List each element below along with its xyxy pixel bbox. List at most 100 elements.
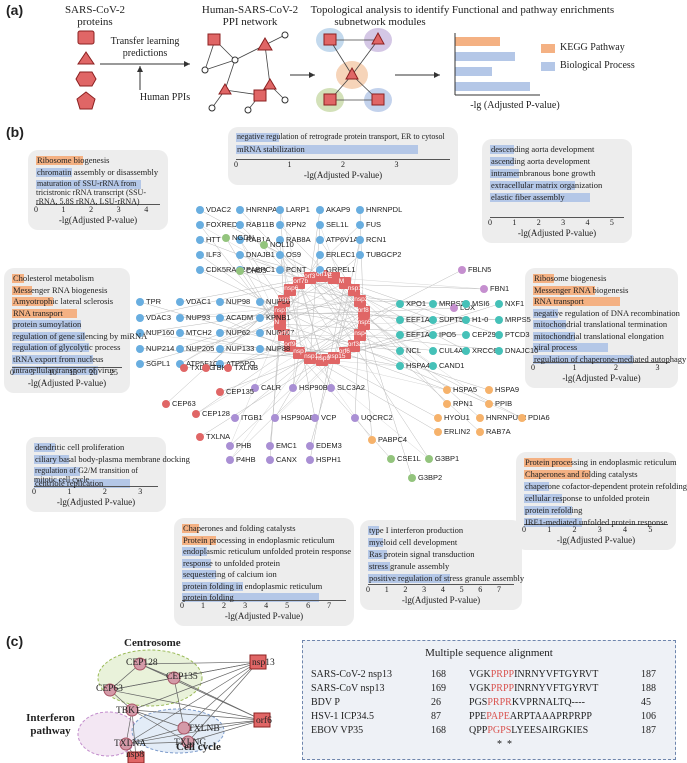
tick-label: 0 bbox=[34, 205, 38, 214]
enrichment-term-label: sequestering of calcium ion bbox=[183, 569, 277, 579]
enrichment-term-label: stress granule assembly bbox=[369, 561, 450, 571]
msa-residue: A bbox=[545, 697, 553, 708]
enrichment-bar bbox=[524, 458, 572, 467]
msa-residue: V bbox=[469, 683, 477, 694]
enrichment-term: Protein processing in endoplasmic reticu… bbox=[182, 535, 346, 546]
enrichment-bar bbox=[533, 343, 608, 352]
msa-residue: E bbox=[523, 725, 530, 736]
tick-label: 2 bbox=[222, 601, 227, 610]
msa-residue: G bbox=[558, 725, 566, 736]
x-axis bbox=[524, 524, 668, 525]
tick-label: 2 bbox=[572, 525, 577, 534]
tick-label: 3 bbox=[422, 585, 427, 594]
enrichment-bar bbox=[182, 570, 216, 579]
enrichment-term: Messenger RNA biogenesis bbox=[533, 285, 670, 296]
viral-pentagon-shape bbox=[76, 91, 96, 110]
node-nsp13: nsp13 bbox=[252, 658, 275, 668]
enrichment-term-label: viral process bbox=[534, 342, 578, 352]
msa-residue: T bbox=[558, 683, 565, 694]
axis-title: -lg(Adjusted P-value) bbox=[517, 228, 597, 238]
node-nsp8: nsp8 bbox=[126, 750, 144, 760]
enrichment-bar bbox=[182, 547, 208, 556]
enrichment-term: Amyotrophic lateral sclerosis bbox=[12, 296, 122, 307]
enrichment-term-label: negative regulation of retrograde protei… bbox=[237, 132, 445, 141]
enrichment-bar bbox=[12, 320, 82, 329]
tick-label: 0 bbox=[32, 487, 36, 496]
x-axis bbox=[533, 362, 670, 363]
panel-c-network bbox=[77, 649, 271, 763]
step3-title: Topological analysis to identify subnetw… bbox=[310, 4, 450, 28]
msa-residue: A bbox=[541, 711, 550, 722]
msa-residue: Y bbox=[538, 683, 546, 694]
enrichment-term: protein refolding bbox=[524, 505, 668, 516]
x-axis bbox=[36, 204, 160, 205]
enrichment-term-label: Ribosome biogenesis bbox=[37, 155, 110, 165]
enrichment-term: tRNA export from nucleus bbox=[12, 354, 122, 365]
enrichment-box-mrna: negative regulation of retrograde protei… bbox=[228, 127, 458, 185]
enrichment-term: Chaperones and folding catalysts bbox=[182, 523, 346, 534]
msa-cell: 106 bbox=[641, 711, 656, 722]
enrichment-bar bbox=[533, 274, 554, 283]
step1-title: SARS-CoV-2 proteins bbox=[64, 4, 126, 28]
axis-title: -lg(Adjusted P-value) bbox=[56, 497, 136, 507]
msa-residue: T bbox=[592, 669, 599, 680]
msa-cell: 87 bbox=[431, 711, 441, 722]
enrichment-term-label: elastic fiber assembly bbox=[491, 192, 565, 202]
enrichment-bar bbox=[36, 168, 72, 177]
enrichment-term-label: protein refolding bbox=[525, 505, 583, 515]
enrichment-term-label: Messenger RNA biogenesis bbox=[13, 284, 108, 295]
enrichment-bar bbox=[12, 343, 90, 352]
tick-label: 20 bbox=[89, 368, 98, 377]
msa-residue: E bbox=[480, 711, 487, 722]
msa-residue: T bbox=[592, 683, 599, 694]
tick-label: 1 bbox=[572, 363, 577, 372]
enrichment-term: positive regulation of stress granule as… bbox=[368, 573, 524, 584]
tick-label: 4 bbox=[585, 218, 590, 227]
interferon-label: Interferon pathway bbox=[26, 712, 75, 737]
enrichment-term-label: RNA transport bbox=[13, 307, 63, 318]
x-axis bbox=[182, 600, 346, 601]
viral-square-shape bbox=[77, 30, 95, 45]
enrichment-term: mitochondrial translational elongation bbox=[533, 331, 670, 342]
enrichment-term: descending aorta development bbox=[490, 144, 624, 155]
tick-label: 10 bbox=[48, 368, 57, 377]
enrichment-term-label: endoplasmic reticulum unfolded protein r… bbox=[183, 546, 352, 556]
msa-residue: P bbox=[523, 711, 530, 722]
msa-residue: P bbox=[508, 683, 515, 694]
msa-residue: P bbox=[486, 711, 491, 722]
enrichment-term-label: Ribosome biogenesis bbox=[534, 273, 607, 283]
enrichment-bar bbox=[34, 479, 130, 488]
node-txlnb: TXLNB bbox=[188, 724, 220, 734]
tick-label: 1 bbox=[61, 205, 66, 214]
msa-residue: R bbox=[574, 711, 581, 722]
enrichment-bar bbox=[533, 331, 575, 341]
enrichment-term: ascending aorta development bbox=[490, 156, 624, 167]
enrichment-term: elastic fiber assembly bbox=[490, 192, 624, 203]
msa-residue: S bbox=[505, 725, 512, 736]
tick-label: 1 bbox=[287, 160, 292, 169]
enrichment-term: viral process bbox=[533, 342, 670, 353]
enrichment-term: endoplasmic reticulum unfolded protein r… bbox=[182, 546, 351, 557]
msa-residue: - bbox=[574, 697, 579, 708]
msa-residue: N bbox=[538, 697, 546, 708]
tick-label: 0 bbox=[522, 525, 526, 534]
msa-sequence: PGSPRPRKVPRNALTQ---- bbox=[469, 697, 585, 708]
msa-residue: P bbox=[498, 711, 504, 722]
msa-conservation: * * bbox=[497, 739, 512, 750]
enrichment-term-label: regulation of G2/M transition of mitotic… bbox=[34, 466, 139, 484]
enrichment-term-label: extracellular matrix organization bbox=[491, 180, 603, 190]
msa-residue: A bbox=[509, 711, 518, 722]
msa-residue: Y bbox=[571, 669, 580, 680]
enrichment-bar bbox=[533, 320, 567, 329]
msa-residue: P bbox=[476, 725, 482, 736]
msa-residue: R bbox=[551, 725, 559, 736]
tick-label: 0 bbox=[488, 218, 492, 227]
viral-triangle-shape bbox=[77, 51, 95, 65]
msa-sequence: VGKPRPPINRNYVFTGYRVT bbox=[469, 669, 598, 680]
enrichment-term-label: Chaperones and folding catalysts bbox=[525, 469, 638, 479]
tick-label: 2 bbox=[403, 585, 408, 594]
enrichment-bar bbox=[36, 180, 141, 189]
msa-residue: P bbox=[487, 725, 493, 736]
msa-residue: - bbox=[571, 697, 575, 708]
